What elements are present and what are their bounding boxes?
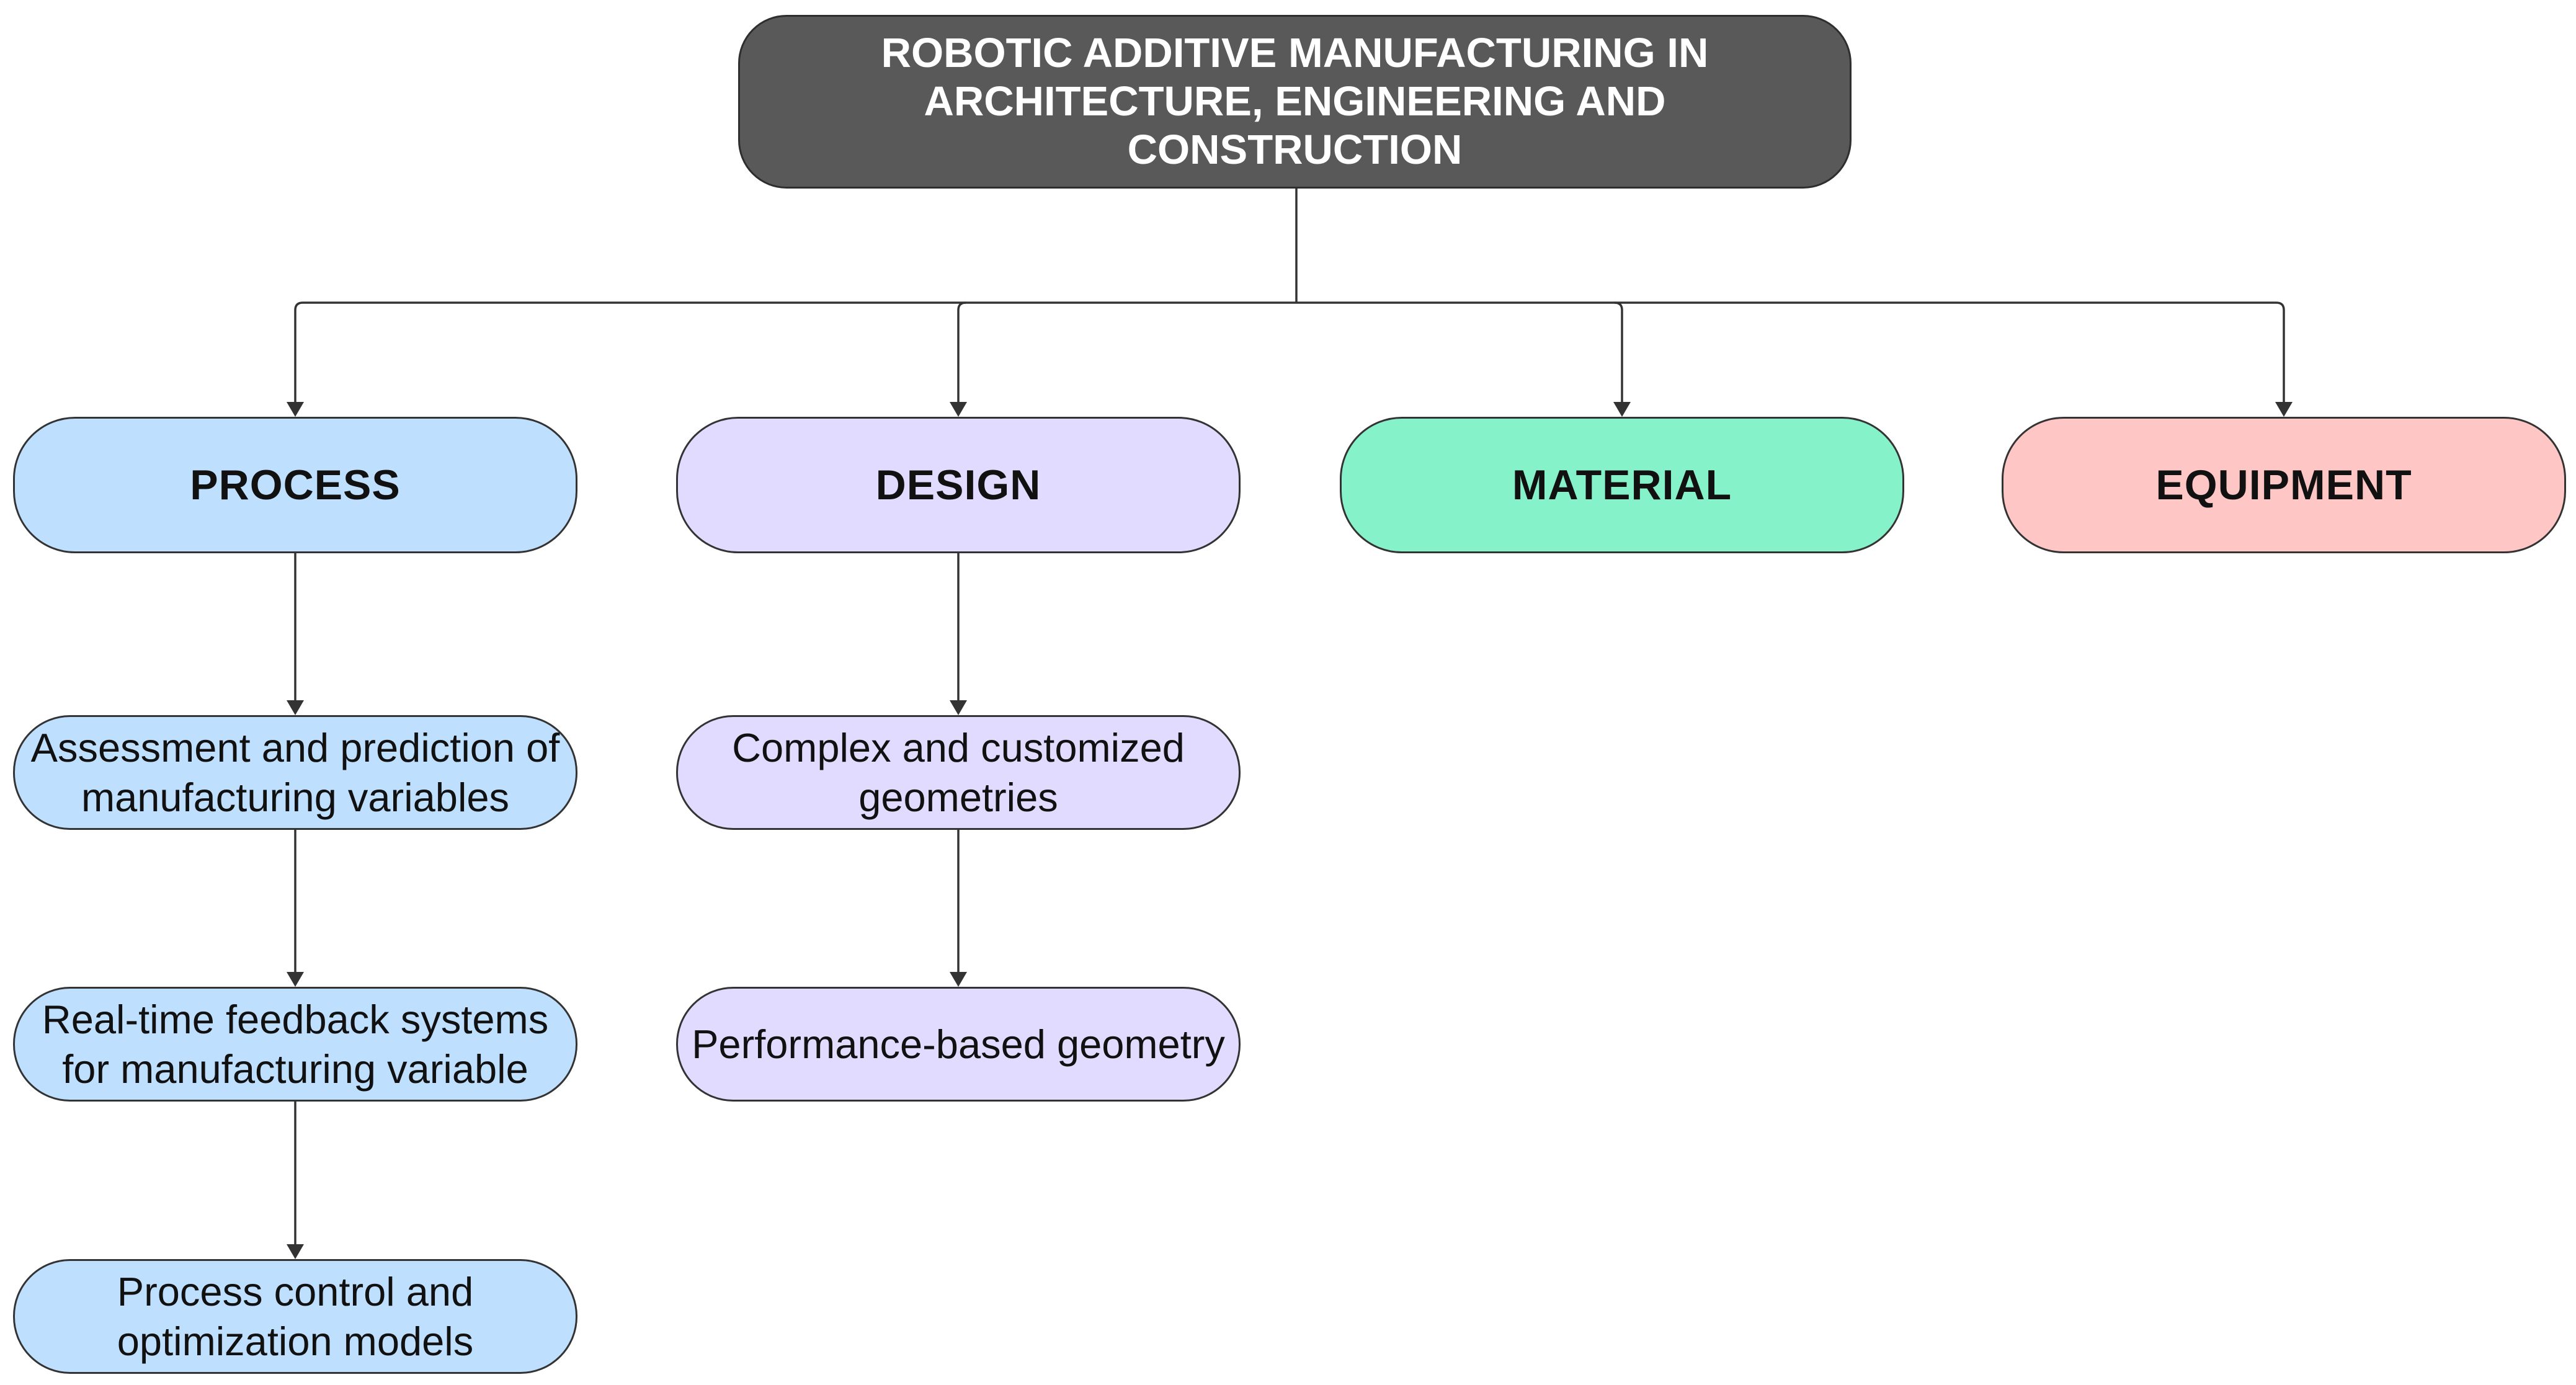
arrowhead-design-item1 xyxy=(950,700,967,715)
category-equipment-label: EQUIPMENT xyxy=(2155,461,2412,509)
category-design: DESIGN xyxy=(676,417,1241,553)
arrowhead-process-item2 xyxy=(287,972,304,987)
arrowhead-material xyxy=(1613,402,1631,417)
design-item-complex: Complex and customized geometries xyxy=(676,715,1241,830)
arrowhead-process-item1 xyxy=(287,700,304,715)
process-item-label: Real-time feedback systems for manufactu… xyxy=(42,996,549,1092)
arrowhead-equipment xyxy=(2275,402,2293,417)
category-process-label: PROCESS xyxy=(190,461,401,509)
process-item-label: Assessment and prediction of manufacturi… xyxy=(30,724,560,820)
connector-to-design xyxy=(957,301,966,412)
design-item-label: Complex and customized geometries xyxy=(732,724,1185,820)
category-process: PROCESS xyxy=(13,417,577,553)
design-item-performance: Performance-based geometry xyxy=(676,987,1241,1102)
connector-to-material xyxy=(1614,301,1623,412)
category-design-label: DESIGN xyxy=(875,461,1041,509)
root-node: ROBOTIC ADDITIVE MANUFACTURING IN ARCHIT… xyxy=(738,15,1852,189)
process-item-assessment: Assessment and prediction of manufacturi… xyxy=(13,715,577,830)
category-material: MATERIAL xyxy=(1340,417,1904,553)
category-bus-connector xyxy=(294,301,2285,412)
process-item-feedback: Real-time feedback systems for manufactu… xyxy=(13,987,577,1102)
root-title: ROBOTIC ADDITIVE MANUFACTURING IN ARCHIT… xyxy=(881,30,1709,173)
process-item-label: Process control and optimization models xyxy=(117,1268,474,1364)
category-material-label: MATERIAL xyxy=(1512,461,1732,509)
arrowhead-design xyxy=(950,402,967,417)
design-item-label: Performance-based geometry xyxy=(692,1021,1225,1067)
process-item-control: Process control and optimization models xyxy=(13,1259,577,1374)
category-equipment: EQUIPMENT xyxy=(2002,417,2566,553)
arrowhead-process xyxy=(287,402,304,417)
arrowhead-design-item2 xyxy=(950,972,967,987)
arrowhead-process-item3 xyxy=(287,1244,304,1259)
